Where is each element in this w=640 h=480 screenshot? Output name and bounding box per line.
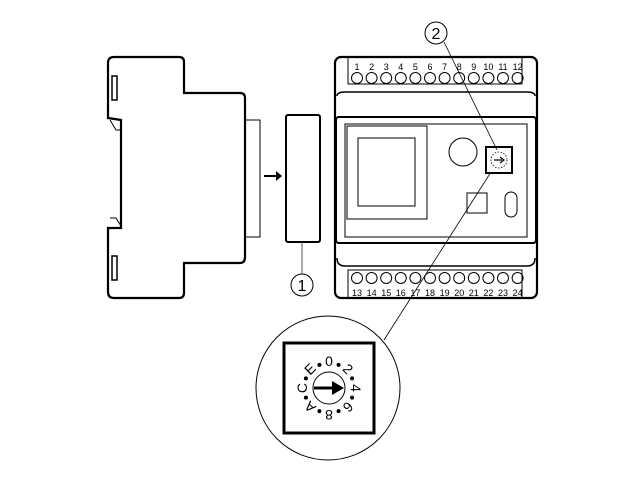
dial-arrow-icon — [314, 381, 344, 395]
display-screen — [357, 137, 416, 207]
terminal-screw — [365, 272, 378, 284]
terminal-screw — [497, 72, 509, 84]
terminal-screw — [438, 72, 451, 84]
dial-dot — [350, 376, 355, 381]
dial-label: 6 — [340, 399, 357, 416]
display-frame — [346, 125, 428, 220]
terminal-number: 11 — [498, 62, 507, 72]
terminal-number: 24 — [513, 288, 523, 298]
plug-in-module — [285, 114, 321, 243]
terminal-number: 4 — [398, 62, 403, 72]
dial-dot — [336, 409, 341, 414]
side-view-housing — [106, 55, 261, 300]
dial-dot — [350, 395, 355, 400]
terminal-screw — [453, 72, 466, 84]
terminal-screw — [511, 272, 524, 284]
terminal-screw — [482, 72, 495, 84]
terminal-screw — [511, 72, 524, 84]
terminal-screw — [467, 272, 480, 284]
terminal-number: 18 — [425, 288, 435, 298]
terminal-screw — [482, 272, 495, 284]
terminal-number: 5 — [413, 62, 418, 72]
terminal-screw — [467, 72, 480, 84]
dial-dot — [317, 362, 322, 367]
terminal-number: 3 — [384, 62, 389, 72]
dial-label: 0 — [325, 353, 333, 369]
terminal-number: 22 — [483, 288, 493, 298]
bottom-terminal-block: 13 14 15 16 17 18 19 20 21 22 23 24 — [351, 272, 524, 298]
terminal-number: 10 — [483, 62, 493, 72]
terminal-screw — [453, 272, 466, 284]
terminal-screw — [424, 272, 436, 284]
terminal-number: 19 — [440, 288, 450, 298]
terminal-number: 16 — [396, 288, 406, 298]
dial-dot — [336, 362, 341, 367]
terminal-screw — [409, 272, 422, 284]
callout-1: 1 — [290, 273, 314, 297]
terminal-screw — [394, 72, 407, 84]
terminal-number: 9 — [471, 62, 476, 72]
terminal-screw — [380, 272, 393, 284]
callout-2: 2 — [424, 21, 448, 45]
terminal-number: 7 — [442, 62, 447, 72]
terminal-screw — [394, 272, 407, 284]
terminal-screw — [351, 272, 363, 284]
terminal-screw — [409, 72, 422, 84]
dial-label: 2 — [340, 360, 357, 377]
din-clip-top — [111, 75, 118, 101]
insert-arrow-icon — [264, 171, 282, 181]
terminal-screw — [497, 272, 509, 284]
side-connector — [244, 119, 261, 238]
terminal-screw — [424, 72, 436, 84]
terminal-number: 20 — [454, 288, 464, 298]
dial-dot — [303, 395, 308, 400]
dial-label: C — [294, 383, 310, 393]
terminal-screw — [380, 72, 393, 84]
dial-label: 8 — [325, 407, 333, 423]
terminal-number: 21 — [469, 288, 479, 298]
terminal-number: 1 — [354, 62, 359, 72]
callout-2-label: 2 — [432, 26, 441, 43]
rotary-switch-small — [485, 146, 513, 174]
terminal-number: 6 — [427, 62, 432, 72]
terminal-number: 14 — [367, 288, 377, 298]
dial-dot — [317, 409, 322, 414]
push-button — [466, 192, 488, 214]
terminal-number: 13 — [352, 288, 362, 298]
terminal-number: 12 — [513, 62, 523, 72]
terminal-number: 2 — [369, 62, 374, 72]
terminal-screw — [365, 72, 378, 84]
terminal-number: 8 — [457, 62, 462, 72]
terminal-number: 15 — [381, 288, 391, 298]
dial-label: 4 — [348, 384, 364, 392]
indicator-led — [448, 137, 478, 167]
dial-dot — [303, 376, 308, 381]
terminal-number: 23 — [498, 288, 508, 298]
oval-button — [504, 191, 518, 218]
front-view-housing — [333, 55, 539, 300]
terminal-screw — [438, 272, 451, 284]
terminal-number: 17 — [410, 288, 420, 298]
callout-1-label: 1 — [298, 278, 307, 295]
dial-label: A — [300, 398, 318, 416]
dial-label: E — [301, 360, 319, 378]
din-clip-bottom — [111, 255, 118, 281]
terminal-screw — [351, 72, 363, 84]
